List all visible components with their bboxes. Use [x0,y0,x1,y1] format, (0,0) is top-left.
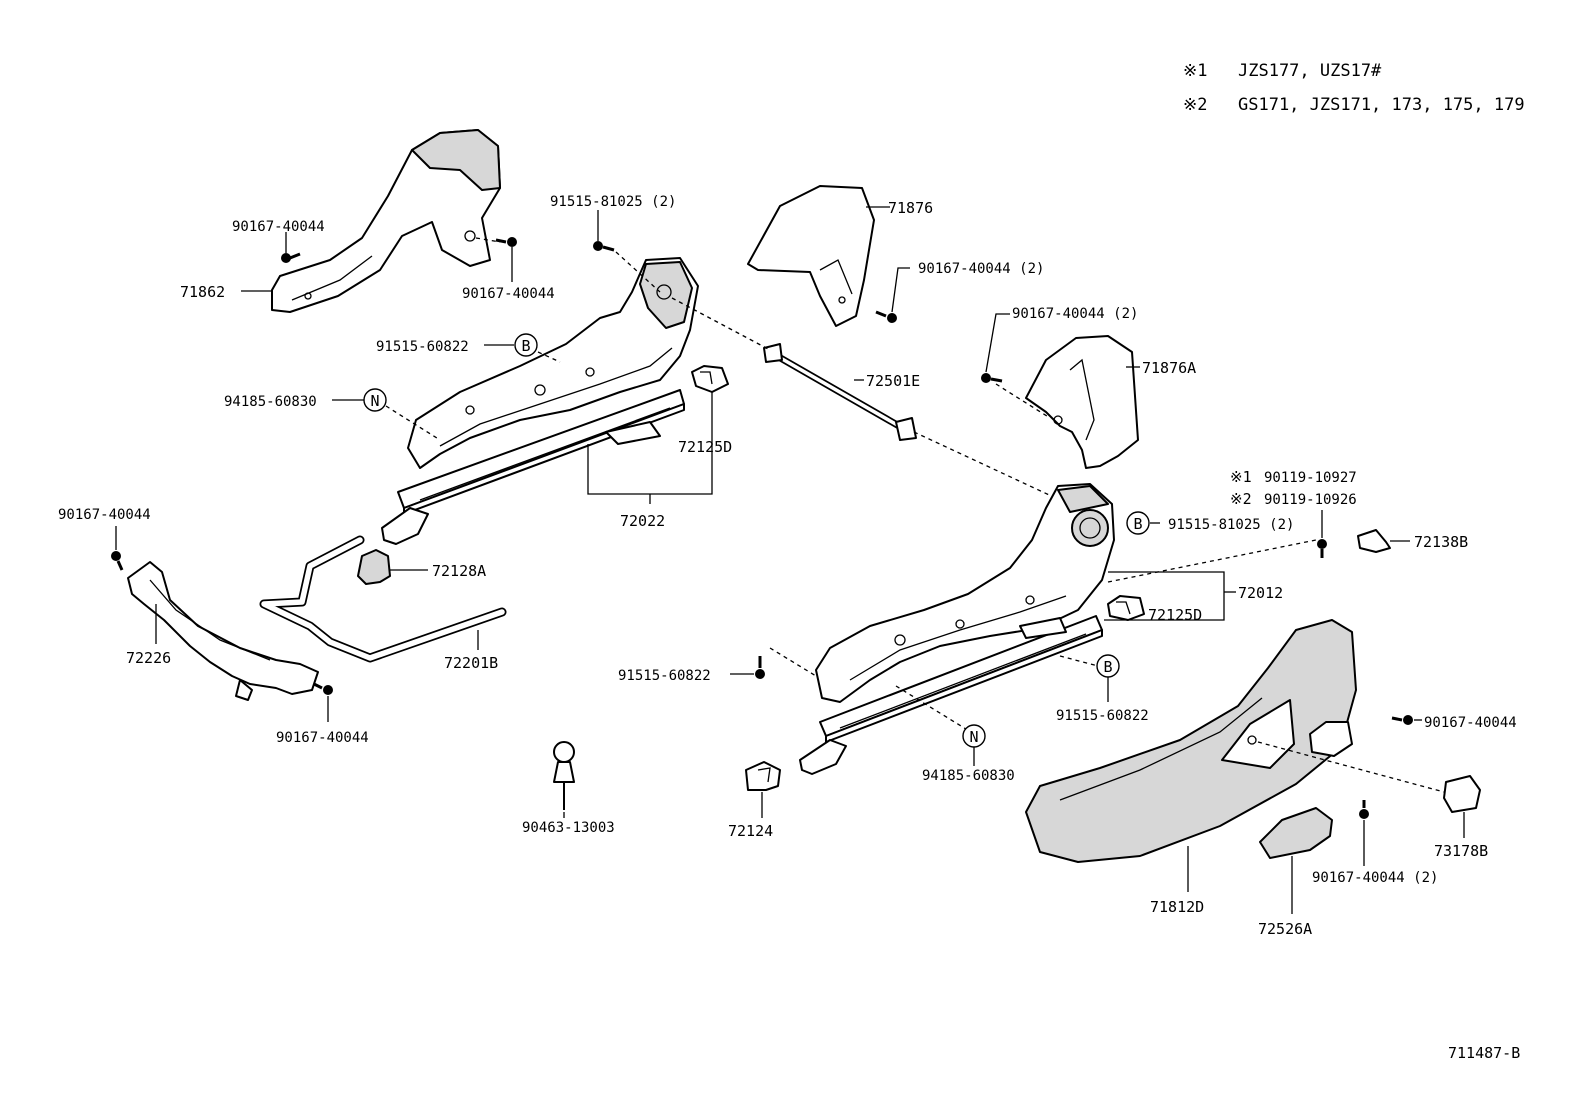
svg-text:B: B [521,337,530,355]
label-90119-10926: 90119-10926 [1264,492,1357,508]
label-91515-81025: 91515-81025 (2) [1168,517,1294,533]
label-73178B: 73178B [1434,842,1488,860]
label-71876: 71876 [888,199,933,217]
part-72201B-lever [259,535,507,663]
label-90463-13003: 90463-13003 [522,820,615,836]
part-72226-bracket [127,561,319,701]
part-72501E-torsion-rod [763,343,917,441]
label-90167-40044-2: 90167-40044 (2) [1312,870,1438,886]
label-90167-40044: 90167-40044 [232,219,325,235]
label-72526A: 72526A [1258,920,1312,938]
marker-b-right-top: B [1126,511,1150,535]
bolt-icon [593,241,615,252]
part-72128A-cover [357,549,391,585]
part-73178B-cap [1443,775,1481,813]
svg-text:N: N [969,728,978,746]
bolt-icon [111,551,124,571]
label-71862: 71862 [180,283,225,301]
note-1-mark: ※1 [1183,61,1207,81]
label-72226: 72226 [126,649,171,667]
bolt-icon [313,682,333,695]
diagram-code: 711487-B [1448,1044,1520,1062]
label-91515-60822: 91515-60822 [618,668,711,684]
bolt-icon [1359,800,1369,819]
label-72501E: 72501E [866,372,920,390]
part-71812D-side-cover [1025,619,1357,863]
label-72138B: 72138B [1414,533,1468,551]
label-72124: 72124 [728,822,773,840]
label-90167-40044: 90167-40044 [462,286,555,302]
label-90167-40044-2: 90167-40044 (2) [918,261,1044,277]
label-91515-60822: 91515-60822 [1056,708,1149,724]
bolt-icon [1391,715,1413,725]
label-72125D: 72125D [678,438,732,456]
part-72138B-clip [1357,529,1391,553]
bolt-icon [875,310,897,323]
label-72201B: 72201B [444,654,498,672]
bolt-icon [495,237,517,247]
marker-b-left: B [514,333,538,357]
model-notes: ※1 JZS177, UZS17# ※2 GS171, JZS171, 173,… [1183,61,1525,115]
marker-n-right: N [962,724,986,748]
label-90119-10927: 90119-10927 [1264,470,1357,486]
label-90167-40044: 90167-40044 [276,730,369,746]
bolt-icon [981,373,1003,383]
note-2-text: GS171, JZS171, 173, 175, 179 [1238,95,1525,115]
svg-text:B: B [1133,515,1142,533]
label-72012: 72012 [1238,584,1283,602]
svg-text:B: B [1103,658,1112,676]
label-71876A: 71876A [1142,359,1196,377]
part-72125D-latch-right [1107,595,1145,621]
bolt-icon [1317,539,1327,558]
note-1-text: JZS177, UZS17# [1238,61,1382,81]
part-72022-seat-track-left [381,257,699,545]
marker-n-left: N [363,388,387,412]
label-mark-1: ※1 [1230,468,1252,486]
note-2-mark: ※2 [1183,95,1207,115]
part-72124-cover [745,761,781,791]
label-91515-81025: 91515-81025 (2) [550,194,676,210]
label-90167-40044: 90167-40044 [1424,715,1517,731]
part-72526A-knob-cover [1259,807,1333,859]
label-91515-60822: 91515-60822 [376,339,469,355]
bolt-icon [281,252,301,263]
label-mark-2: ※2 [1230,490,1252,508]
part-71862-shield [271,129,501,313]
label-94185-60830: 94185-60830 [224,394,317,410]
label-72128A: 72128A [432,562,486,580]
label-71812D: 71812D [1150,898,1204,916]
part-72012-seat-track-right [799,483,1115,775]
svg-text:N: N [370,392,379,410]
marker-b-right-bottom: B [1096,654,1120,678]
label-90167-40044-2: 90167-40044 (2) [1012,306,1138,322]
label-72125D: 72125D [1148,606,1202,624]
part-71876-cover [747,185,875,327]
part-90463-13003-clip [553,741,575,810]
part-71876A-cover [1025,335,1139,469]
part-72125D-latch-left [691,365,729,393]
label-90167-40044: 90167-40044 [58,507,151,523]
label-94185-60830: 94185-60830 [922,768,1015,784]
bolt-icon [755,656,765,679]
label-72022: 72022 [620,512,665,530]
